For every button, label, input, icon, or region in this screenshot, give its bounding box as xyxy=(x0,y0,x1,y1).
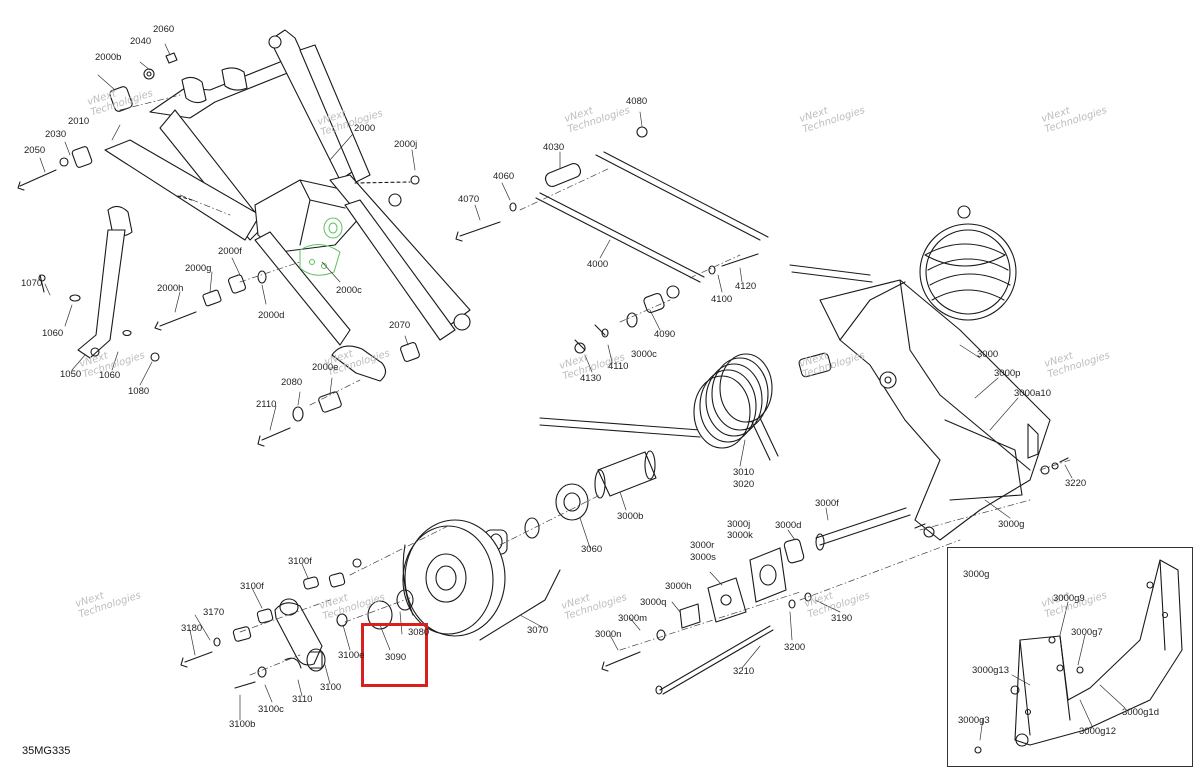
part-label-3000a10[interactable]: 3000a10 xyxy=(1014,388,1051,399)
part-label-3070[interactable]: 3070 xyxy=(527,625,549,636)
hardware-2000-lower xyxy=(154,175,420,447)
part-label-2050[interactable]: 2050 xyxy=(24,145,46,156)
part-label-4030[interactable]: 4030 xyxy=(543,142,565,153)
part-label-4080[interactable]: 4080 xyxy=(626,96,648,107)
part-label-4090[interactable]: 4090 xyxy=(654,329,676,340)
part-label-3210[interactable]: 3210 xyxy=(733,666,755,677)
inset-drawing-3000g xyxy=(974,559,1183,754)
part-label-3100f-b[interactable]: 3100f xyxy=(240,581,264,592)
part-label-3000g12[interactable]: 3000g12 xyxy=(1079,726,1116,737)
inset-detail-box xyxy=(947,547,1193,767)
part-label-2000c[interactable]: 2000c xyxy=(336,285,362,296)
dashed-axes xyxy=(119,94,1071,676)
part-label-4000[interactable]: 4000 xyxy=(587,259,609,270)
part-label-3000g9[interactable]: 3000g9 xyxy=(1053,593,1085,604)
part-label-3000s[interactable]: 3000s xyxy=(690,552,716,563)
part-label-2000j[interactable]: 2000j xyxy=(394,139,418,150)
part-label-3000m[interactable]: 3000m xyxy=(618,613,648,624)
part-label-3000r[interactable]: 3000r xyxy=(690,540,715,551)
pivot-3000j xyxy=(601,507,935,695)
part-label-3000g13[interactable]: 3000g13 xyxy=(972,665,1009,676)
part-label-2000[interactable]: 2000 xyxy=(354,123,376,134)
part-label-3110[interactable]: 3110 xyxy=(292,694,313,705)
part-label-2110[interactable]: 2110 xyxy=(256,399,277,410)
tie-rod-4000 xyxy=(455,126,769,354)
part-label-1060-b[interactable]: 1060 xyxy=(99,370,121,381)
part-label-3000d[interactable]: 3000d xyxy=(775,520,802,531)
part-label-4130[interactable]: 4130 xyxy=(580,373,602,384)
frame-3000 xyxy=(789,205,1069,541)
inset-title: 3000g xyxy=(963,569,990,580)
part-label-2000f[interactable]: 2000f xyxy=(218,246,242,257)
part-label-3170[interactable]: 3170 xyxy=(203,607,225,618)
part-label-3190[interactable]: 3190 xyxy=(831,613,853,624)
part-label-3000j[interactable]: 3000j xyxy=(727,519,751,530)
part-label-3000k[interactable]: 3000k xyxy=(727,530,753,541)
part-label-3000g3[interactable]: 3000g3 xyxy=(958,715,990,726)
part-label-2060[interactable]: 2060 xyxy=(153,24,175,35)
part-label-2030[interactable]: 2030 xyxy=(45,129,67,140)
leader-lines xyxy=(39,43,1126,741)
part-label-3090[interactable]: 3090 xyxy=(385,652,407,663)
part-label-3200[interactable]: 3200 xyxy=(784,642,806,653)
part-label-3080[interactable]: 3080 xyxy=(408,627,430,638)
part-label-3000c[interactable]: 3000c xyxy=(631,349,657,360)
part-label-3000g7[interactable]: 3000g7 xyxy=(1071,627,1103,638)
part-label-3060[interactable]: 3060 xyxy=(581,544,603,555)
wheel-3070 xyxy=(367,519,561,641)
part-label-2070[interactable]: 2070 xyxy=(389,320,411,331)
part-label-3100e[interactable]: 3100e xyxy=(338,650,365,661)
part-label-3000p[interactable]: 3000p xyxy=(994,368,1021,379)
part-label-3000[interactable]: 3000 xyxy=(977,349,999,360)
lever-1050 xyxy=(38,205,160,362)
part-label-3100c[interactable]: 3100c xyxy=(258,704,284,715)
part-label-3100f[interactable]: 3100f xyxy=(288,556,312,567)
part-label-1070[interactable]: 1070 xyxy=(21,278,43,289)
part-label-3000n[interactable]: 3000n xyxy=(595,629,622,640)
part-label-4110[interactable]: 4110 xyxy=(608,361,629,372)
part-label-3000g[interactable]: 3000g xyxy=(998,519,1025,530)
part-label-3020[interactable]: 3020 xyxy=(733,479,755,490)
part-label-3000g1d[interactable]: 3000g1d xyxy=(1122,707,1159,718)
part-label-2080[interactable]: 2080 xyxy=(281,377,303,388)
part-label-4100[interactable]: 4100 xyxy=(711,294,733,305)
part-label-2040[interactable]: 2040 xyxy=(130,36,152,47)
part-label-3100b[interactable]: 3100b xyxy=(229,719,256,730)
part-label-1050[interactable]: 1050 xyxy=(60,369,82,380)
part-label-3220[interactable]: 3220 xyxy=(1065,478,1087,489)
part-label-1060[interactable]: 1060 xyxy=(42,328,64,339)
part-label-3000f[interactable]: 3000f xyxy=(815,498,839,509)
part-label-3010[interactable]: 3010 xyxy=(733,467,755,478)
part-label-4060[interactable]: 4060 xyxy=(493,171,515,182)
part-label-2000g[interactable]: 2000g xyxy=(185,263,212,274)
hardware-2000-left xyxy=(17,52,193,201)
highlight-box xyxy=(361,623,428,687)
bushing-group xyxy=(484,450,657,555)
swing-arm-2000 xyxy=(104,29,471,382)
part-label-2010[interactable]: 2010 xyxy=(68,116,90,127)
torsion-spring-3010 xyxy=(539,353,779,461)
part-label-3100[interactable]: 3100 xyxy=(320,682,342,693)
part-label-3000h[interactable]: 3000h xyxy=(665,581,692,592)
part-label-3000b[interactable]: 3000b xyxy=(617,511,644,522)
arm-3100 xyxy=(180,558,362,689)
part-label-2000h[interactable]: 2000h xyxy=(157,283,184,294)
part-label-2000e[interactable]: 2000e xyxy=(312,362,339,373)
part-label-4120[interactable]: 4120 xyxy=(735,281,757,292)
part-label-4070[interactable]: 4070 xyxy=(458,194,480,205)
part-label-3000q[interactable]: 3000q xyxy=(640,597,667,608)
part-label-2000d[interactable]: 2000d xyxy=(258,310,285,321)
part-label-3180[interactable]: 3180 xyxy=(181,623,203,634)
diagram-reference: 35MG335 xyxy=(22,745,71,757)
part-label-2000b[interactable]: 2000b xyxy=(95,52,122,63)
part-label-1080[interactable]: 1080 xyxy=(128,386,150,397)
